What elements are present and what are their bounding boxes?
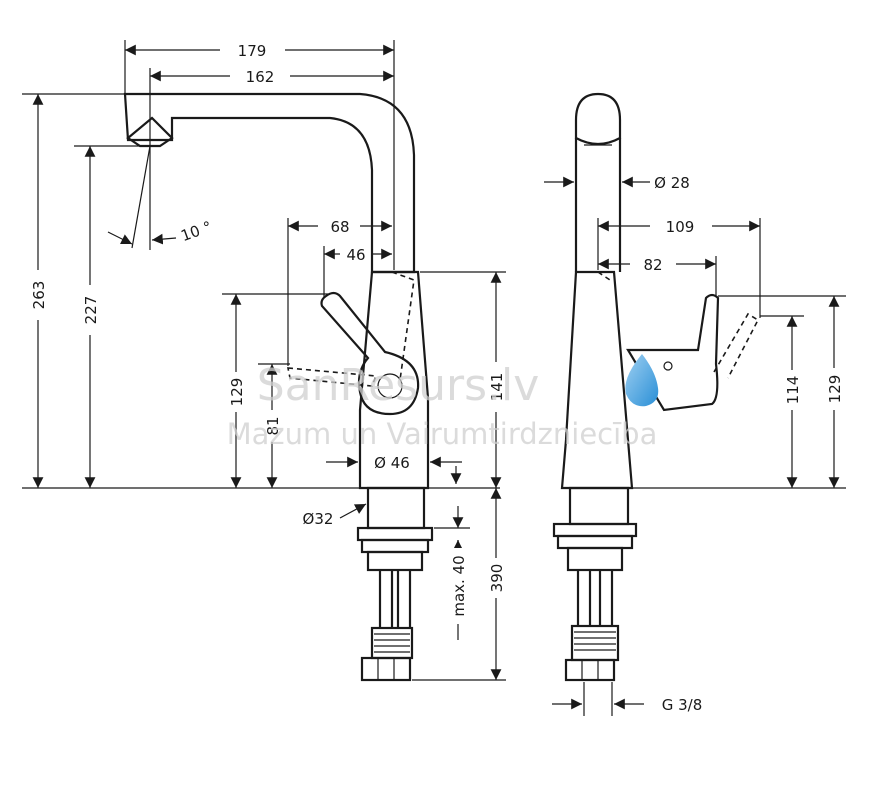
lever-side <box>626 293 720 412</box>
dim-141: 141 <box>488 373 506 402</box>
dim-max-40: max. 40 <box>450 555 468 616</box>
dim-227: 227 <box>82 296 100 325</box>
dim-390: 390 <box>488 564 506 593</box>
dim-109: 109 <box>666 218 695 236</box>
dim-162: 162 <box>246 68 275 86</box>
dim-g-3-8: G 3/8 <box>662 696 703 714</box>
dim-68: 68 <box>330 218 349 236</box>
dim-dia-46: Ø 46 <box>374 454 410 472</box>
water-drop-icon <box>625 354 659 407</box>
dim-dia-28: Ø 28 <box>654 174 690 192</box>
dim-179: 179 <box>238 42 267 60</box>
dim-dia-32: Ø32 <box>303 510 334 528</box>
watermark-title: SanResurs.lv <box>257 360 540 411</box>
lever <box>320 291 420 416</box>
dim-82: 82 <box>643 256 662 274</box>
watermark: SanResurs.lv Mazum un Vairumtirdzniecība <box>227 360 658 451</box>
aerator <box>126 116 174 148</box>
base-plate <box>366 486 426 530</box>
watermark-subtitle: Mazum un Vairumtirdzniecība <box>227 417 658 451</box>
spout-side <box>574 92 622 146</box>
spout-outline <box>123 92 416 274</box>
front-view: 179 162 263 227 10 ° 68 46 <box>22 40 506 682</box>
side-view: Ø 28 109 82 114 129 G 3/8 <box>544 92 846 716</box>
dim-81: 81 <box>264 416 282 435</box>
dim-114: 114 <box>784 376 802 405</box>
dim-263: 263 <box>30 281 48 310</box>
dim-129-right: 129 <box>826 375 844 404</box>
dim-10-deg: 10 ° <box>178 217 214 245</box>
dim-46: 46 <box>346 246 365 264</box>
body-side <box>560 270 634 490</box>
dim-129-left: 129 <box>228 378 246 407</box>
